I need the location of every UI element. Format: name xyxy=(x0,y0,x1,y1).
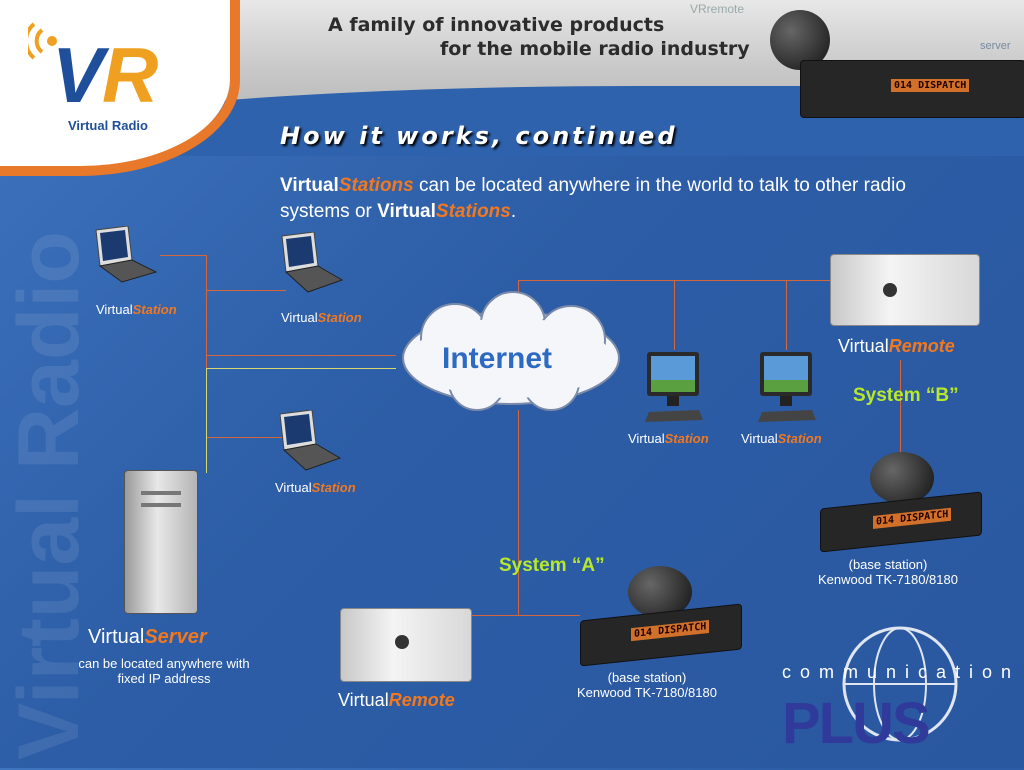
internet-cloud-icon xyxy=(402,291,620,411)
virtual-station-label: VirtualStation xyxy=(741,431,822,446)
virtual-remote-device xyxy=(830,254,980,326)
link-line xyxy=(470,615,580,616)
radio-base-a: 014 DISPATCH xyxy=(580,603,742,667)
desktop-pc-icon xyxy=(758,352,816,422)
header-corner-label: VRremote xyxy=(690,2,745,16)
system-a-label: System “A” xyxy=(499,555,605,576)
link-line xyxy=(674,280,675,350)
globe-icon xyxy=(842,626,958,742)
logo-r: R xyxy=(102,31,159,119)
radio-base-b: 014 DISPATCH xyxy=(820,491,982,553)
virtual-remote-label-b: VirtualRemote xyxy=(838,336,955,356)
link-line xyxy=(518,280,900,281)
virtual-station-label: VirtualStation xyxy=(275,480,356,495)
virtual-remote-device xyxy=(340,608,472,682)
system-b-label: System “B” xyxy=(853,385,959,406)
virtual-station-label: VirtualStation xyxy=(96,302,177,317)
link-line xyxy=(206,255,207,473)
microphone-icon xyxy=(870,452,934,504)
desktop-pc-icon xyxy=(645,352,703,422)
link-line xyxy=(206,355,396,356)
virtual-server-label: VirtualServer xyxy=(88,626,207,648)
virtual-remote-label-a: VirtualRemote xyxy=(338,690,455,710)
virtual-station-label: VirtualStation xyxy=(628,431,709,446)
laptop-icon xyxy=(279,410,342,471)
intro-text: VirtualStations can be located anywhere … xyxy=(280,175,906,222)
logo-swoosh xyxy=(0,0,240,176)
internet-label: Internet xyxy=(442,342,553,375)
header-server-label: server xyxy=(980,40,1011,52)
base-station-caption-b: (base station)Kenwood TK-7180/8180 xyxy=(818,557,958,587)
radio-display: 014 DISPATCH xyxy=(631,619,710,642)
key-icon xyxy=(883,283,897,297)
link-line xyxy=(900,360,901,455)
link-line xyxy=(206,437,286,438)
header-radio-display: 014 DISPATCH xyxy=(891,79,970,92)
logo-v: V xyxy=(52,31,104,119)
logo-communication-text: communication xyxy=(782,662,1021,682)
server-tower-icon xyxy=(124,470,198,614)
link-line xyxy=(206,368,396,369)
link-line xyxy=(786,280,787,350)
base-station-caption-a: (base station)Kenwood TK-7180/8180 xyxy=(577,670,717,700)
logo-antenna-icon xyxy=(28,22,57,60)
key-icon xyxy=(395,635,409,649)
link-line xyxy=(160,255,206,256)
logo-text: Virtual Radio xyxy=(68,118,148,133)
link-line xyxy=(518,280,519,298)
logo-plus-text: PLUS xyxy=(782,691,931,756)
tagline-line2: for the mobile radio industry xyxy=(440,38,750,60)
link-line xyxy=(206,368,207,473)
laptop-icon xyxy=(95,226,158,283)
tagline-line1: A family of innovative products xyxy=(328,14,665,36)
header-radio: 014 DISPATCH xyxy=(800,60,1024,118)
link-line xyxy=(206,290,286,291)
radio-display: 014 DISPATCH xyxy=(873,507,952,529)
page-title: How it works, continued xyxy=(280,122,678,150)
link-line xyxy=(518,410,519,615)
laptop-icon xyxy=(281,232,344,293)
virtual-station-label: VirtualStation xyxy=(281,310,362,325)
